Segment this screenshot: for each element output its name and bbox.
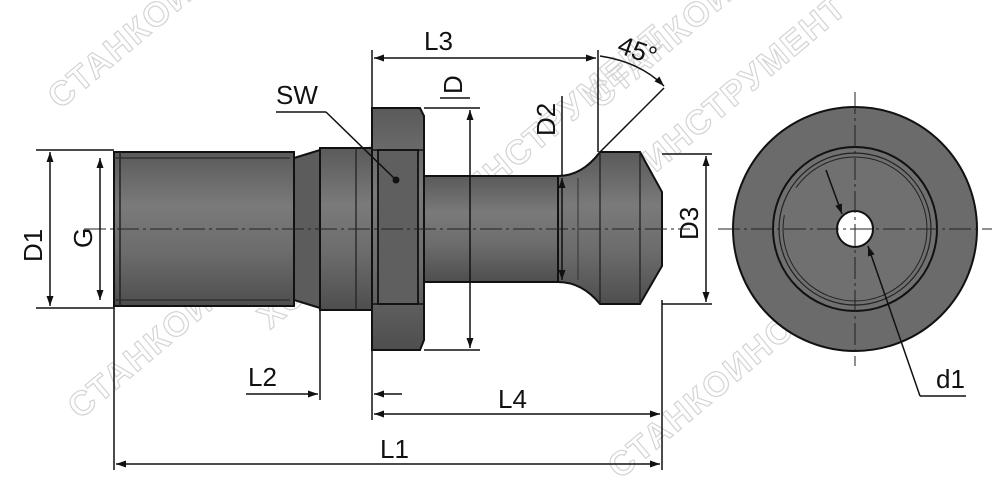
label-D3: D3 <box>674 207 704 240</box>
watermark-text-1: СТАНКОИНСТРУМЕНТ <box>41 0 375 116</box>
label-L2: L2 <box>248 362 277 392</box>
sw-leader-d <box>325 111 397 181</box>
label-d1: d1 <box>936 364 965 394</box>
label-L1: L1 <box>380 434 409 464</box>
dimensions <box>36 50 712 470</box>
label-D1: D1 <box>18 229 48 262</box>
label-D2: D2 <box>531 103 561 136</box>
label-L3: L3 <box>424 26 453 56</box>
wrench-flat <box>377 149 419 305</box>
label-D: D <box>438 75 468 94</box>
label-SW: SW <box>276 80 318 110</box>
angle-ext-line <box>599 87 665 153</box>
label-L4: L4 <box>498 384 527 414</box>
retention-knob <box>557 151 663 305</box>
dim-line-d1-out <box>867 245 921 397</box>
pull-stud-end-view <box>718 92 992 397</box>
label-G: G <box>68 228 98 248</box>
sw-leader-dot <box>392 176 400 184</box>
dim-line-d1-in <box>825 169 843 215</box>
angle-arc <box>599 55 665 87</box>
